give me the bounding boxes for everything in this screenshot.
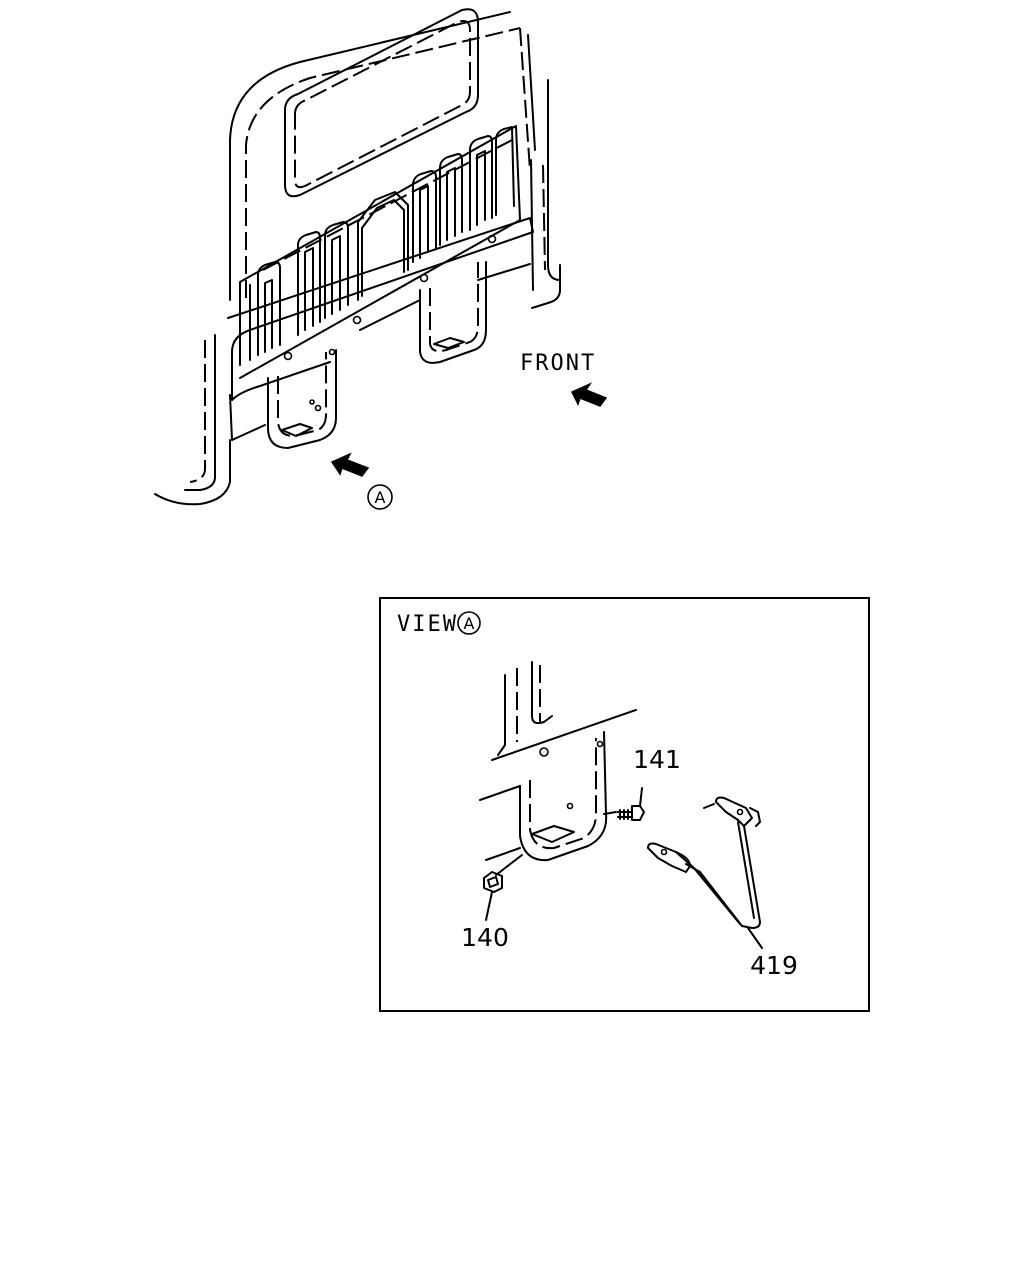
nut-140-icon [483, 854, 523, 921]
view-label: VIEW [397, 612, 458, 637]
bracket-419-icon [647, 796, 763, 949]
view-a-arrow-icon [330, 452, 370, 477]
view-a-frame [379, 597, 870, 1012]
cab-rear-illustration [154, 8, 561, 506]
bolt-141-icon [617, 787, 645, 821]
view-a-heading: VIEW A [397, 611, 481, 637]
marker-a-letter: A [375, 488, 386, 507]
view-a-frame-section [479, 661, 637, 862]
callout-141: 141 [633, 745, 681, 774]
front-arrow-icon [570, 382, 608, 407]
view-marker-letter: A [464, 614, 475, 633]
marker-a: A [367, 484, 393, 510]
front-label: FRONT [520, 351, 596, 376]
callout-419: 419 [750, 951, 798, 980]
callout-140: 140 [461, 923, 509, 952]
